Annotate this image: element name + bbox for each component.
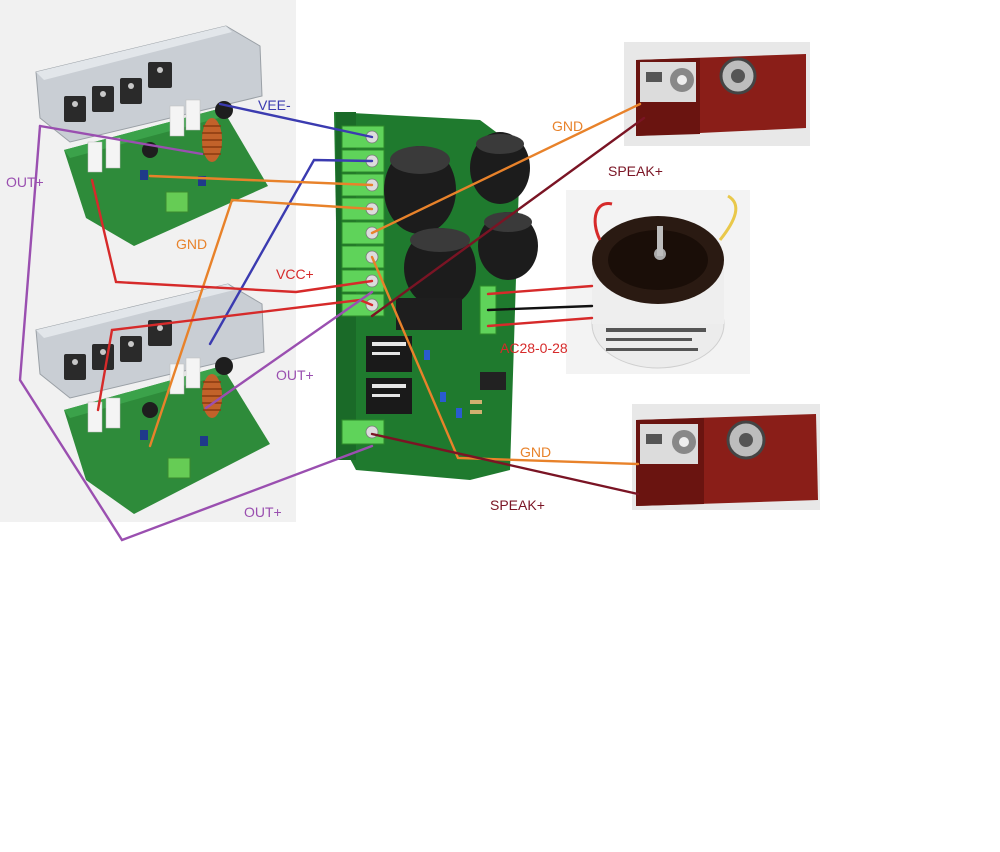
label-gnd-bottom: GND xyxy=(520,444,551,460)
wire-gnd-speaker-bottom xyxy=(370,255,640,466)
wire-speak-top xyxy=(370,116,646,318)
label-out-plus-mid: OUT+ xyxy=(276,367,314,383)
wire-vcc-bottom xyxy=(96,298,374,412)
speaker-top xyxy=(624,42,810,146)
wire-out-bottom xyxy=(204,290,374,410)
label-gnd-left: GND xyxy=(176,236,207,252)
wire-ac-red-bottom xyxy=(486,316,594,328)
label-vcc-plus: VCC+ xyxy=(276,266,314,282)
amp-board-top xyxy=(0,0,296,262)
wire-vee-bottom xyxy=(208,158,374,346)
label-ac-input: AC28-0-28 xyxy=(500,340,568,356)
wire-speak-bottom xyxy=(370,432,640,496)
wire-gnd-top xyxy=(148,174,374,187)
label-speak-plus-top: SPEAK+ xyxy=(608,163,663,179)
psu-board xyxy=(334,112,538,480)
wire-gnd-bottom xyxy=(148,198,374,448)
label-out-plus-left: OUT+ xyxy=(6,174,44,190)
speaker-bottom xyxy=(632,404,820,510)
wire-vee-top xyxy=(218,102,374,139)
wire-out-top xyxy=(18,124,374,542)
label-vee-minus: VEE- xyxy=(258,97,291,113)
wire-ac-black xyxy=(486,304,594,312)
wire-gnd-speaker-top xyxy=(370,102,642,235)
wire-vcc-top xyxy=(90,178,374,294)
wire-ac-red-top xyxy=(486,284,594,296)
wire-out-top-board xyxy=(38,124,204,156)
toroidal-transformer xyxy=(566,190,750,374)
amp-board-bottom xyxy=(0,262,296,522)
label-speak-plus-bottom: SPEAK+ xyxy=(490,497,545,513)
label-gnd-top-right: GND xyxy=(552,118,583,134)
label-out-plus-bottom: OUT+ xyxy=(244,504,282,520)
